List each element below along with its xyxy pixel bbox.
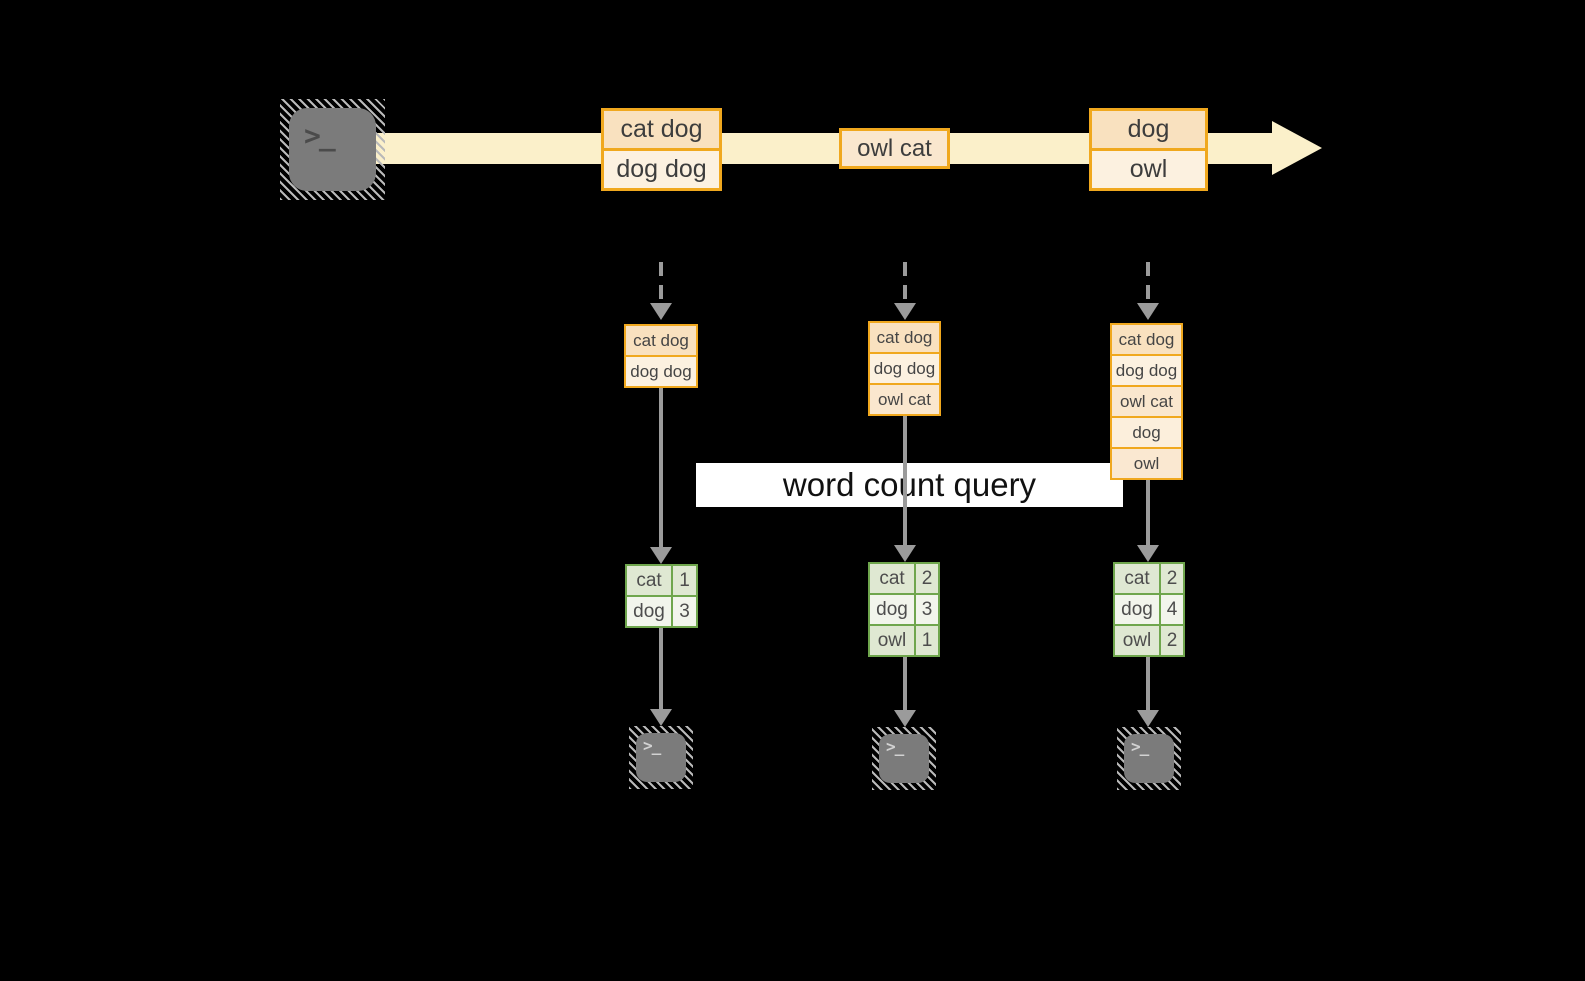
stream-arrowhead-icon bbox=[1272, 121, 1322, 175]
count-cell: 3 bbox=[673, 597, 696, 626]
result-table-3: cat 2 dog 4 owl 2 bbox=[1113, 562, 1185, 657]
count-cell: 2 bbox=[916, 564, 938, 593]
count-cell: 2 bbox=[1161, 564, 1183, 593]
count-cell: 4 bbox=[1161, 595, 1183, 624]
query-label-text: word count query bbox=[782, 466, 1037, 503]
count-cell: 3 bbox=[916, 595, 938, 624]
word-count-query-label: word count query bbox=[696, 463, 1123, 507]
batch-line: owl cat bbox=[842, 131, 947, 166]
terminal-prompt-icon: >_ bbox=[1131, 737, 1149, 756]
state-box-1: cat dog dog dog bbox=[624, 324, 698, 388]
state-line: dog dog bbox=[870, 352, 939, 383]
table-row: dog 4 bbox=[1115, 595, 1183, 624]
terminal-prompt-icon: >_ bbox=[886, 737, 904, 756]
terminal-prompt-icon: >_ bbox=[304, 119, 336, 152]
terminal-screen bbox=[289, 108, 376, 191]
table-row: owl 2 bbox=[1115, 626, 1183, 655]
word-cell: owl bbox=[1115, 626, 1161, 655]
arrowhead-icon bbox=[650, 547, 672, 564]
dashed-arrow-line bbox=[659, 262, 663, 303]
table-row: dog 3 bbox=[870, 595, 938, 624]
state-box-3: cat dog dog dog owl cat dog owl bbox=[1110, 323, 1183, 480]
sink-terminal-icon: >_ bbox=[872, 727, 936, 790]
state-line: dog dog bbox=[1112, 354, 1181, 385]
result-table-2: cat 2 dog 3 owl 1 bbox=[868, 562, 940, 657]
table-row: cat 1 bbox=[627, 566, 696, 595]
arrowhead-icon bbox=[894, 710, 916, 727]
sink-terminal-icon: >_ bbox=[1117, 727, 1181, 790]
batch-line: cat dog bbox=[604, 111, 719, 148]
batch-line: dog bbox=[1092, 111, 1205, 148]
state-line: owl cat bbox=[870, 383, 939, 414]
table-row: cat 2 bbox=[1115, 564, 1183, 593]
state-line: dog dog bbox=[626, 355, 696, 386]
count-cell: 2 bbox=[1161, 626, 1183, 655]
terminal-prompt-icon: >_ bbox=[643, 736, 661, 755]
table-row: cat 2 bbox=[870, 564, 938, 593]
arrowhead-icon bbox=[1137, 545, 1159, 562]
batch-box-2: owl cat bbox=[839, 128, 950, 169]
connector-line bbox=[659, 626, 663, 709]
dashed-arrow-line bbox=[1146, 262, 1150, 303]
result-table-1: cat 1 dog 3 bbox=[625, 564, 698, 628]
state-box-2: cat dog dog dog owl cat bbox=[868, 321, 941, 416]
word-cell: cat bbox=[1115, 564, 1161, 593]
arrowhead-icon bbox=[650, 303, 672, 320]
word-cell: dog bbox=[1115, 595, 1161, 624]
count-cell: 1 bbox=[673, 566, 696, 595]
dashed-arrow-line bbox=[903, 262, 907, 303]
state-line: owl cat bbox=[1112, 385, 1181, 416]
state-line: cat dog bbox=[626, 326, 696, 355]
state-line: cat dog bbox=[1112, 325, 1181, 354]
connector-line bbox=[659, 387, 663, 547]
terminal-screen bbox=[636, 733, 686, 782]
arrowhead-icon bbox=[1137, 303, 1159, 320]
sink-terminal-icon: >_ bbox=[629, 726, 693, 789]
word-cell: cat bbox=[627, 566, 673, 595]
batch-line: dog dog bbox=[604, 148, 719, 188]
batch-box-3: dog owl bbox=[1089, 108, 1208, 191]
connector-line bbox=[903, 655, 907, 710]
arrowhead-icon bbox=[1137, 710, 1159, 727]
arrowhead-icon bbox=[894, 545, 916, 562]
source-terminal-icon: >_ bbox=[280, 99, 385, 200]
batch-box-1: cat dog dog dog bbox=[601, 108, 722, 191]
word-cell: cat bbox=[870, 564, 916, 593]
terminal-screen bbox=[879, 734, 929, 783]
arrowhead-icon bbox=[894, 303, 916, 320]
arrowhead-icon bbox=[650, 709, 672, 726]
count-cell: 1 bbox=[916, 626, 938, 655]
batch-line: owl bbox=[1092, 148, 1205, 188]
word-cell: dog bbox=[627, 597, 673, 626]
table-row: owl 1 bbox=[870, 626, 938, 655]
state-line: cat dog bbox=[870, 323, 939, 352]
word-cell: dog bbox=[870, 595, 916, 624]
state-line: owl bbox=[1112, 447, 1181, 478]
connector-line bbox=[903, 416, 907, 545]
state-line: dog bbox=[1112, 416, 1181, 447]
terminal-screen bbox=[1124, 734, 1174, 783]
connector-line bbox=[1146, 479, 1150, 545]
connector-line bbox=[1146, 655, 1150, 710]
word-cell: owl bbox=[870, 626, 916, 655]
table-row: dog 3 bbox=[627, 597, 696, 626]
